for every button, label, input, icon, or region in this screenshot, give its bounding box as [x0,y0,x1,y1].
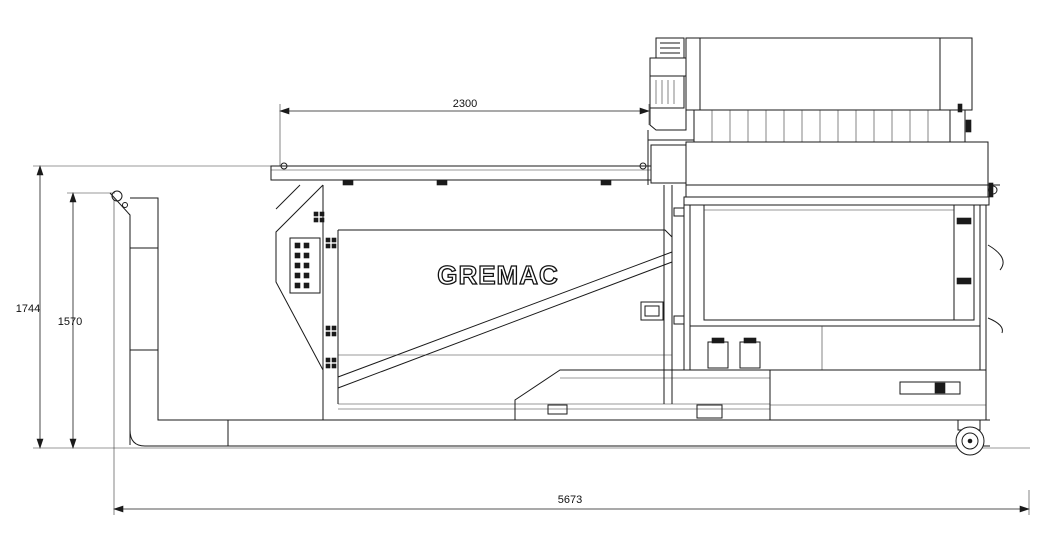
dimension-overall-height: 1744 [16,165,1030,449]
castor-wheel [955,419,985,456]
hopper-body [275,184,673,420]
gremac-logo-text: GREMAC [437,260,559,290]
conveyor-housing [683,141,1000,206]
dimension-label-overall-length: 5673 [558,494,582,506]
motor-gearbox [647,37,695,185]
dimension-label-top-width: 2300 [453,98,477,110]
top-platform [270,162,684,186]
dimension-top-width: 2300 [279,98,650,166]
tow-drawbar [109,190,229,447]
dimension-label-inner-height: 1570 [58,316,82,328]
dimension-inner-height: 1570 [58,192,115,449]
dimension-label-overall-height: 1744 [16,303,40,315]
screen-drum [685,37,973,143]
side-frame [673,204,1004,421]
dimension-overall-length: 5673 [113,200,1030,515]
